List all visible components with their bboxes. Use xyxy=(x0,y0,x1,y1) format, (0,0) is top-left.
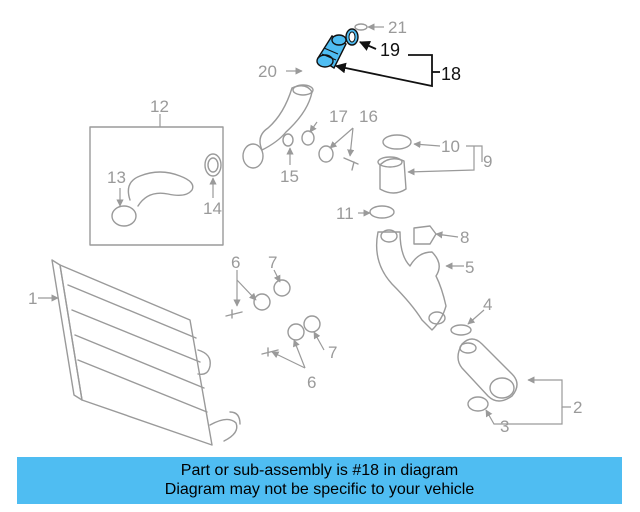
part-2-hose xyxy=(457,338,518,402)
intercooler-part xyxy=(51,259,241,446)
callout-20: 20 xyxy=(258,62,277,81)
part-4-seal xyxy=(450,324,472,336)
callout-8: 8 xyxy=(460,228,469,247)
part-9-10-hose xyxy=(377,134,412,194)
info-banner: Part or sub-assembly is #18 in diagram D… xyxy=(17,457,622,504)
part-11-clamp xyxy=(369,205,395,219)
callout-7-upper: 7 xyxy=(268,253,277,272)
callout-21: 21 xyxy=(388,18,407,37)
callout-15: 15 xyxy=(280,167,299,186)
part-19-clamp xyxy=(345,28,359,46)
callout-2: 2 xyxy=(573,398,582,417)
callout-17: 17 xyxy=(329,107,348,126)
callout-6-lower: 6 xyxy=(307,373,316,392)
banner-line-part: Part or sub-assembly is #18 in diagram xyxy=(180,462,459,479)
callout-6-upper: 6 xyxy=(231,253,240,272)
part-group-12-box xyxy=(89,126,224,246)
callout-12: 12 xyxy=(150,97,169,116)
charge-pipe-part xyxy=(242,84,314,169)
fasteners-6-7-upper xyxy=(225,279,291,319)
callout-18: 18 xyxy=(441,64,461,84)
part-5-hose xyxy=(375,229,447,331)
callout-4: 4 xyxy=(483,295,492,314)
callout-19: 19 xyxy=(380,40,400,60)
part-18-hose xyxy=(316,34,347,70)
callout-16: 16 xyxy=(359,107,378,126)
callout-1: 1 xyxy=(28,289,37,308)
small-fittings-16-17 xyxy=(301,130,359,171)
callout-11: 11 xyxy=(336,204,354,223)
callout-14: 14 xyxy=(203,199,222,218)
callout-5: 5 xyxy=(465,258,474,277)
leader-lines xyxy=(38,23,571,425)
callout-10: 10 xyxy=(441,137,460,156)
callout-7-lower: 7 xyxy=(328,343,337,362)
callout-9: 9 xyxy=(483,152,492,171)
banner-line-disclaimer: Diagram may not be specific to your vehi… xyxy=(164,481,475,498)
callout-3: 3 xyxy=(500,417,509,436)
part-3-clamp xyxy=(467,396,489,412)
fasteners-6-7-lower xyxy=(261,315,321,357)
part-8-sensor xyxy=(413,225,437,245)
part-21-seal xyxy=(354,23,368,31)
callout-13: 13 xyxy=(107,168,126,187)
